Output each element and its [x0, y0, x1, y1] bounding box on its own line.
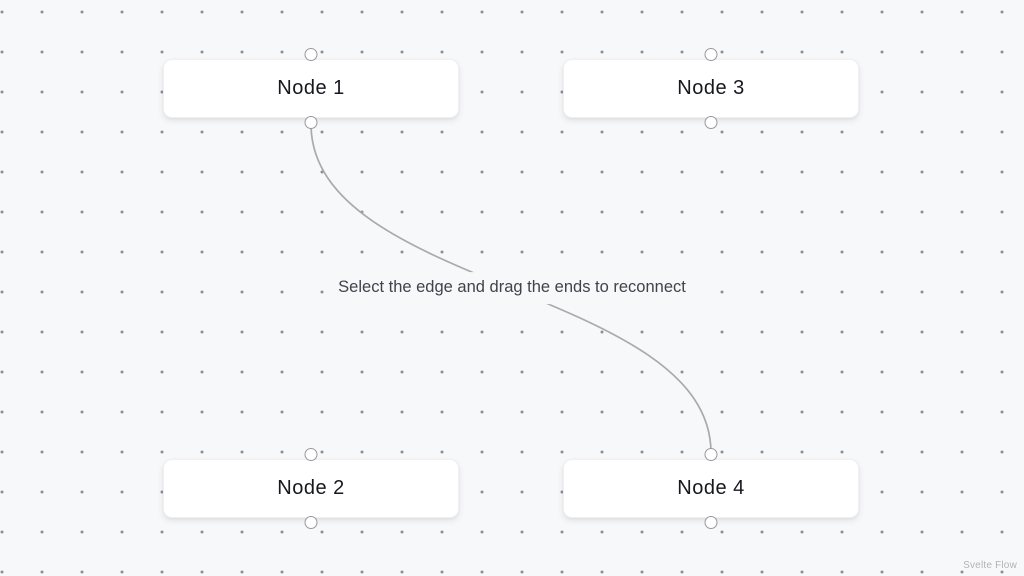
- node-1[interactable]: Node 1: [163, 48, 459, 129]
- node-2[interactable]: Node 2: [163, 448, 459, 529]
- node-handle-bottom[interactable]: [704, 116, 718, 129]
- node-handle-top[interactable]: [304, 48, 318, 61]
- edge-label[interactable]: Select the edge and drag the ends to rec…: [328, 272, 696, 304]
- node-3[interactable]: Node 3: [563, 48, 859, 129]
- node-label: Node 2: [277, 477, 345, 499]
- node-handle-top[interactable]: [304, 448, 318, 461]
- node-handle-top[interactable]: [704, 48, 718, 61]
- node-handle-top[interactable]: [704, 448, 718, 461]
- node-handle-bottom[interactable]: [304, 116, 318, 129]
- node-handle-bottom[interactable]: [704, 516, 718, 529]
- svelte-flow-attribution: Svelte Flow: [963, 560, 1017, 571]
- node-label: Node 4: [677, 477, 745, 499]
- node-label: Node 1: [277, 77, 345, 99]
- node-handle-bottom[interactable]: [304, 516, 318, 529]
- node-4[interactable]: Node 4: [563, 448, 859, 529]
- node-label: Node 3: [677, 77, 745, 99]
